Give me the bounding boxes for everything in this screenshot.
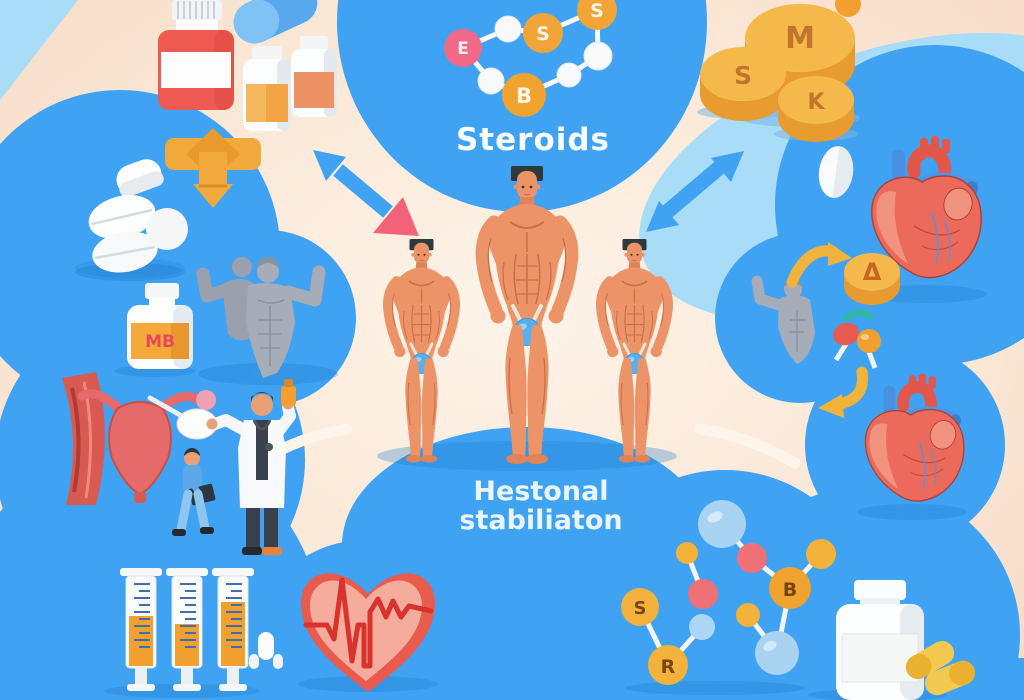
atom-letter: S xyxy=(634,598,647,619)
atom-letter: R xyxy=(661,656,676,678)
ekg-line xyxy=(303,577,434,669)
pill-bottle-mb: MB xyxy=(127,283,193,369)
syringe-1 xyxy=(120,568,162,691)
capsule-blue xyxy=(233,0,318,44)
pill-bottle-white-small-2 xyxy=(291,36,337,117)
tablet-s: S xyxy=(700,47,786,121)
curved-arrow-down-left xyxy=(818,366,869,418)
bottle-label-text: MB xyxy=(145,332,175,352)
capsules-yellow xyxy=(905,641,975,696)
pill-bottle-red xyxy=(158,0,234,110)
tablet-k: K xyxy=(778,76,854,142)
mini-molecule-right xyxy=(833,309,881,369)
pink-triangle-arrowhead xyxy=(373,197,419,236)
caption-line-2: stabiliaton xyxy=(459,505,622,536)
muscle-statue-double xyxy=(196,257,326,378)
molecule-bottom-right: S R B xyxy=(621,500,836,685)
uterus-illustration xyxy=(62,372,218,505)
pill-bottle-white-bottom xyxy=(836,580,924,700)
capsule-white-small xyxy=(249,632,283,669)
atom-letter: B xyxy=(783,579,797,601)
tablets-top-right: M S K xyxy=(697,0,861,142)
medicine-vial xyxy=(281,386,296,406)
syringes-group xyxy=(120,568,283,691)
ekg-heart xyxy=(300,573,436,692)
pill-bottle-white-small-1 xyxy=(243,46,291,131)
assistant-figure xyxy=(172,448,216,536)
arrow-yellow-down xyxy=(165,128,261,208)
stethoscope-icon xyxy=(252,419,272,431)
atom-letter: S xyxy=(590,0,604,22)
syringe-2 xyxy=(166,568,208,691)
white-pills-group xyxy=(75,159,188,278)
tablet-letter: K xyxy=(807,90,825,115)
tablet-triangle-symbol: Δ xyxy=(863,258,882,286)
double-arrow-left xyxy=(313,150,419,236)
syringe-3 xyxy=(212,568,254,691)
steroids-title: Steroids xyxy=(456,122,610,158)
atom-letter: S xyxy=(536,23,550,45)
caption-line-1: Hestonal xyxy=(473,476,608,507)
egg-pill-white xyxy=(818,146,854,198)
tablet-letter: S xyxy=(734,61,752,90)
tablet-triangle: Δ xyxy=(844,253,900,305)
caption-hormonal-stabilization: Hestonal stabiliaton xyxy=(459,476,622,536)
tablet-letter: M xyxy=(785,21,815,56)
double-arrow-right xyxy=(646,151,744,232)
atom-letter: E xyxy=(457,39,469,59)
curved-arrow-up-right xyxy=(786,242,852,288)
steroid-molecule-top: E S S B xyxy=(444,0,617,117)
doctor-figure xyxy=(206,379,296,555)
atom-letter: B xyxy=(516,84,532,108)
